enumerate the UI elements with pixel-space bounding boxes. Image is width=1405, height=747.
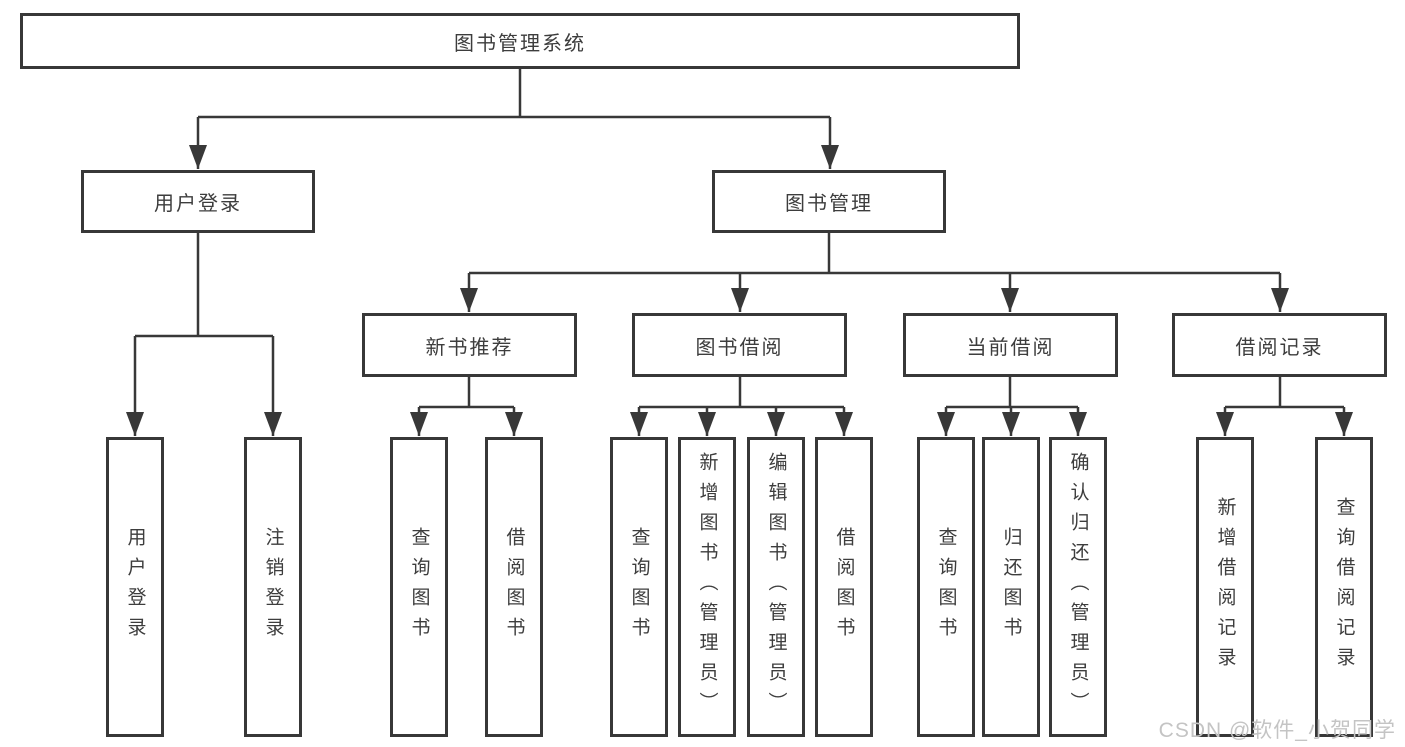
leaf-query-borrow-record: 查询借阅记录 xyxy=(1315,437,1373,737)
leaf-borrow-books: 借阅图书 xyxy=(815,437,873,737)
node-borrow-records-label: 借阅记录 xyxy=(1235,336,1324,359)
watermark: CSDN @软件_小贺同学 xyxy=(1158,719,1396,742)
leaf-confirm-return-admin: 确认归还（管理员） xyxy=(1049,437,1107,737)
leaf-query-borrow-record-label: 查询借阅记录 xyxy=(1333,497,1355,677)
node-new-book-recommend-label: 新书推荐 xyxy=(425,336,514,359)
leaf-query-books-current-label: 查询图书 xyxy=(935,527,957,647)
node-book-management: 图书管理 xyxy=(712,170,946,233)
leaf-add-book-admin: 新增图书（管理员） xyxy=(678,437,736,737)
leaf-add-borrow-record: 新增借阅记录 xyxy=(1196,437,1254,737)
leaf-query-books-recommend-label: 查询图书 xyxy=(408,527,430,647)
leaf-borrow-books-label: 借阅图书 xyxy=(833,527,855,647)
leaf-user-login-label: 用户登录 xyxy=(124,527,146,647)
leaf-confirm-return-admin-label: 确认归还（管理员） xyxy=(1067,452,1089,722)
leaf-edit-book-admin-label: 编辑图书（管理员） xyxy=(765,452,787,722)
leaf-borrow-books-recommend-label: 借阅图书 xyxy=(503,527,525,647)
leaf-borrow-books-recommend: 借阅图书 xyxy=(485,437,543,737)
node-user-login: 用户登录 xyxy=(81,170,315,233)
node-book-borrow: 图书借阅 xyxy=(632,313,847,377)
leaf-add-book-admin-label: 新增图书（管理员） xyxy=(696,452,718,722)
leaf-user-login: 用户登录 xyxy=(106,437,164,737)
leaf-add-borrow-record-label: 新增借阅记录 xyxy=(1214,497,1236,677)
node-book-borrow-label: 图书借阅 xyxy=(695,336,784,359)
leaf-query-books-borrow: 查询图书 xyxy=(610,437,668,737)
node-current-borrow: 当前借阅 xyxy=(903,313,1118,377)
node-book-management-label: 图书管理 xyxy=(785,193,873,215)
node-borrow-records: 借阅记录 xyxy=(1172,313,1387,377)
leaf-return-book: 归还图书 xyxy=(982,437,1040,737)
leaf-query-books-recommend: 查询图书 xyxy=(390,437,448,737)
node-user-login-label: 用户登录 xyxy=(154,193,242,215)
leaf-return-book-label: 归还图书 xyxy=(1000,527,1022,647)
node-current-borrow-label: 当前借阅 xyxy=(966,336,1055,359)
leaf-query-books-borrow-label: 查询图书 xyxy=(628,527,650,647)
node-root: 图书管理系统 xyxy=(20,13,1020,69)
leaf-query-books-current: 查询图书 xyxy=(917,437,975,737)
leaf-logout-login: 注销登录 xyxy=(244,437,302,737)
leaf-edit-book-admin: 编辑图书（管理员） xyxy=(747,437,805,737)
node-root-label: 图书管理系统 xyxy=(454,32,586,55)
node-new-book-recommend: 新书推荐 xyxy=(362,313,577,377)
leaf-logout-login-label: 注销登录 xyxy=(262,527,284,647)
